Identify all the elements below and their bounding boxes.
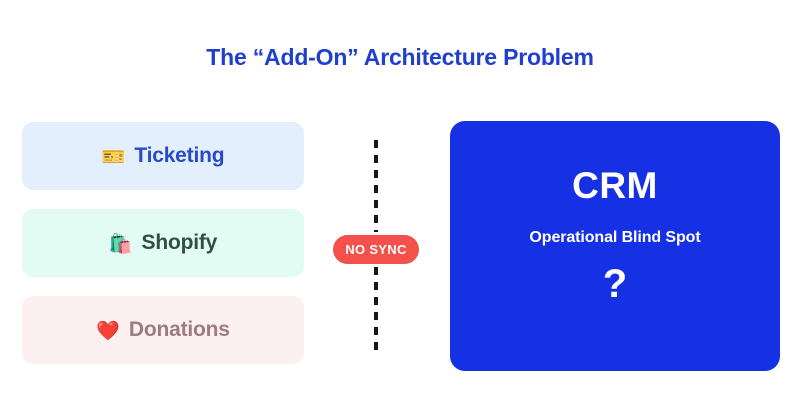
crm-panel[interactable]: CRM Operational Blind Spot ? [450,121,780,371]
shopping-bags-icon: 🛍️ [108,233,133,255]
question-mark-icon: ? [602,262,628,306]
heart-icon: ❤️ [96,320,120,342]
source-card-label: Shopify [141,231,218,254]
dashed-line-bottom [374,267,378,356]
dashed-divider [374,140,378,356]
no-sync-badge: NO SYNC [333,235,419,264]
dashed-line-top [374,140,378,232]
source-card-label: Donations [128,318,230,341]
source-card-label: Ticketing [134,144,225,167]
page-title: The “Add-On” Architecture Problem [206,44,594,70]
ticket-icon: 🎫 [101,146,126,168]
crm-subtitle: Operational Blind Spot [529,229,701,246]
source-card-ticketing[interactable]: 🎫 Ticketing [22,122,304,190]
crm-title: CRM [572,165,658,206]
source-card-donations[interactable]: ❤️ Donations [22,296,304,364]
no-sync-badge-label: NO SYNC [345,242,407,257]
source-card-shopify[interactable]: 🛍️ Shopify [22,209,304,277]
